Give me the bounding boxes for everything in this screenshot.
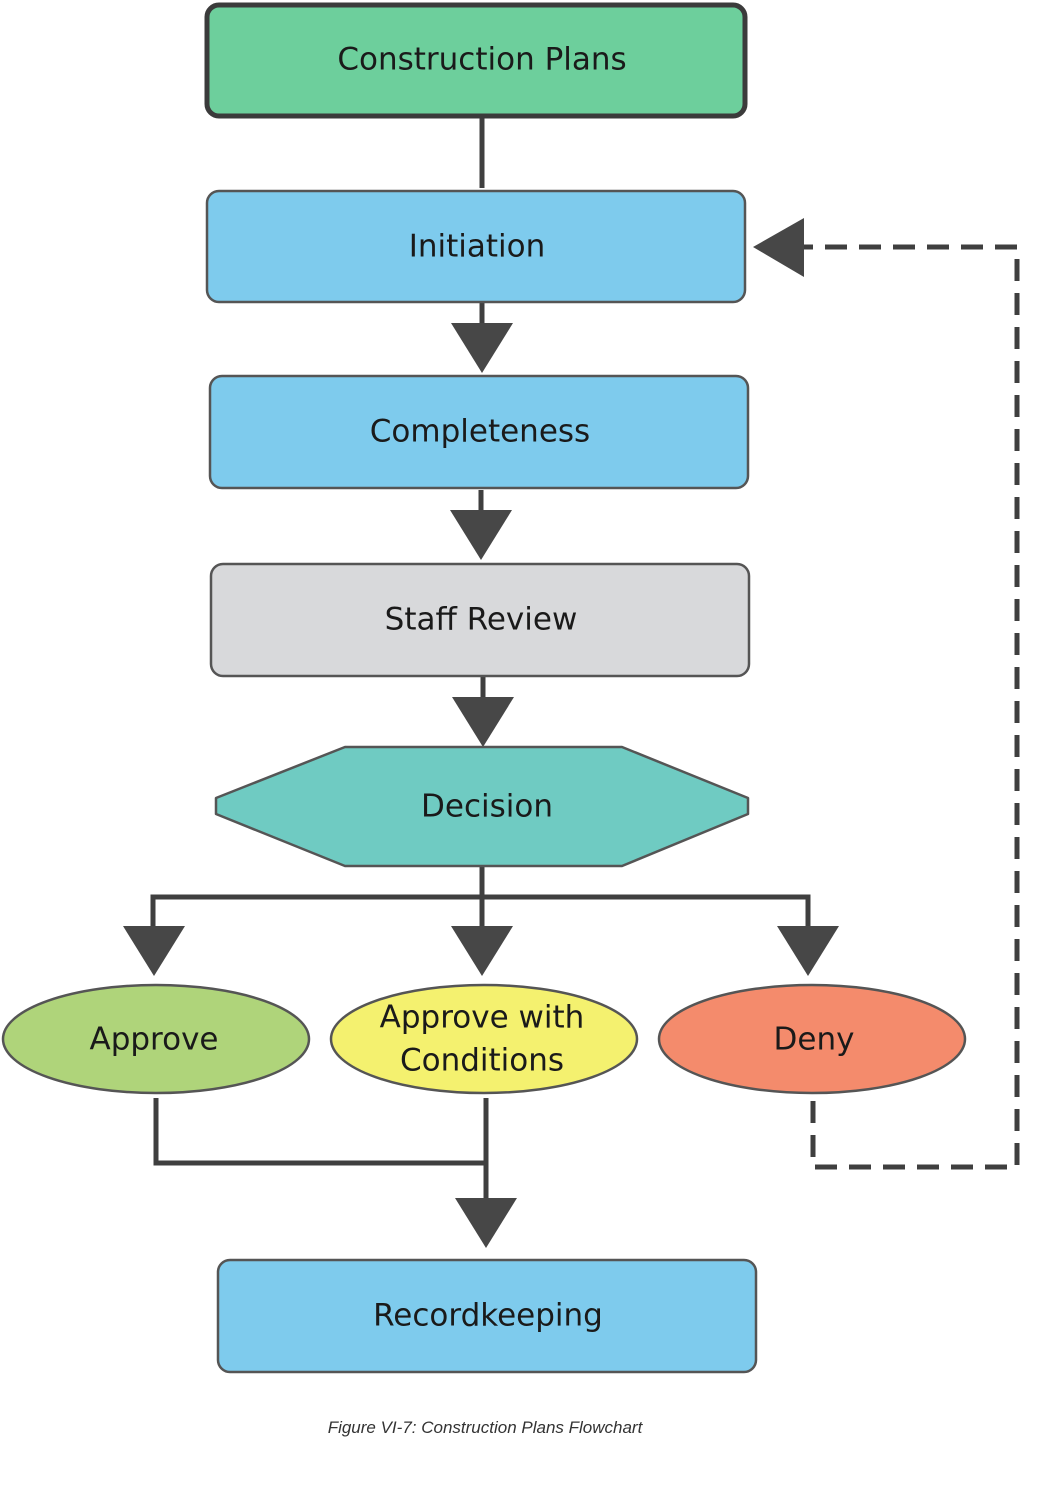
node-staff-review: Staff Review: [209, 562, 751, 678]
node-construction-plans: Construction Plans: [204, 2, 748, 119]
approve-with-conditions-label-line-2: Conditions: [400, 1043, 564, 1079]
arrow-down-approve: [123, 926, 185, 976]
staff-review-label: Staff Review: [385, 602, 578, 638]
approve-with-conditions-ellipse: [329, 983, 639, 1095]
arrow-down-completeness: [451, 323, 513, 373]
decision-label: Decision: [421, 789, 553, 825]
recordkeeping-box: [216, 1258, 758, 1374]
connectors: [150, 116, 1020, 1200]
staff-review-box: [209, 562, 751, 678]
arrowheads: [123, 218, 839, 1248]
node-completeness: Completeness: [208, 374, 750, 490]
construction-plans-box: [204, 2, 748, 119]
figure-caption: Figure VI-7: Construction Plans Flowchar…: [327, 1418, 643, 1437]
arrow-down-recordkeeping: [455, 1198, 517, 1248]
deny-ellipse: [657, 983, 967, 1095]
decision-hexagon: [214, 745, 750, 868]
arrow-down-decision: [452, 697, 514, 747]
completeness-label: Completeness: [370, 414, 590, 450]
node-approve-with-conditions: Approve with Conditions: [329, 983, 639, 1095]
connector-approve-merge: [153, 1098, 486, 1166]
arrow-down-deny: [777, 926, 839, 976]
arrow-down-staff-review: [450, 510, 512, 560]
construction-plans-label: Construction Plans: [337, 42, 626, 78]
connector-deny-loop: [800, 244, 1020, 1170]
recordkeeping-label: Recordkeeping: [373, 1298, 603, 1334]
node-approve: Approve: [1, 983, 311, 1095]
node-deny: Deny: [657, 983, 967, 1095]
initiation-box: [205, 189, 747, 304]
approve-ellipse: [1, 983, 311, 1095]
approve-label: Approve: [89, 1022, 218, 1058]
connector-branch-bar: [150, 894, 811, 930]
node-recordkeeping: Recordkeeping: [216, 1258, 758, 1374]
arrow-left-initiation: [753, 218, 804, 277]
approve-with-conditions-label-line-1: Approve with: [380, 1000, 585, 1036]
node-decision: Decision: [214, 745, 750, 868]
initiation-label: Initiation: [409, 229, 546, 265]
arrow-down-approve-with-conditions: [451, 926, 513, 976]
node-initiation: Initiation: [205, 189, 747, 304]
completeness-box: [208, 374, 750, 490]
deny-label: Deny: [774, 1022, 855, 1058]
